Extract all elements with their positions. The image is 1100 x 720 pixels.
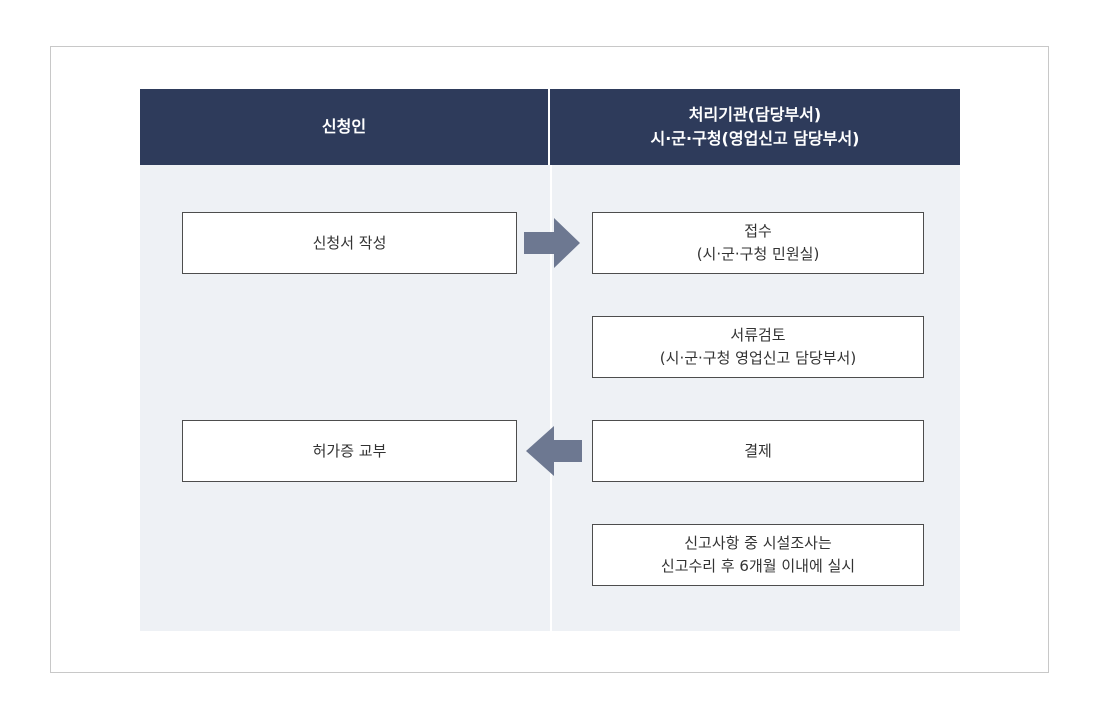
- review-label-line1: 서류검토: [730, 326, 786, 344]
- inspection-note-box: 신고사항 중 시설조사는 신고수리 후 6개월 이내에 실시: [592, 524, 924, 586]
- arrow-left-icon: [526, 426, 582, 476]
- arrow-left-shape: [526, 426, 582, 476]
- receipt-box: 접수 (시·군·구청 민원실): [592, 212, 924, 274]
- header-divider: [548, 89, 550, 165]
- arrow-right-icon: [524, 218, 580, 268]
- header-applicant: 신청인: [140, 89, 548, 165]
- arrow-right-shape: [524, 218, 580, 268]
- header-agency-line1: 처리기관(담당부서): [688, 105, 822, 124]
- review-label-line2: (시·군·구청 영업신고 담당부서): [659, 349, 857, 367]
- application-box: 신청서 작성: [182, 212, 517, 274]
- application-label: 신청서 작성: [312, 233, 387, 252]
- permit-label: 허가증 교부: [312, 441, 387, 460]
- header-processing-agency: 처리기관(담당부서) 시·군·구청(영업신고 담당부서): [550, 89, 960, 165]
- payment-box: 결제: [592, 420, 924, 482]
- payment-label: 결제: [744, 441, 772, 460]
- receipt-label-line1: 접수: [744, 222, 772, 240]
- inspection-label-line1: 신고사항 중 시설조사는: [684, 534, 832, 552]
- document-review-box: 서류검토 (시·군·구청 영업신고 담당부서): [592, 316, 924, 378]
- receipt-label-line2: (시·군·구청 민원실): [696, 245, 820, 263]
- header-applicant-label: 신청인: [321, 117, 367, 136]
- permit-issuance-box: 허가증 교부: [182, 420, 517, 482]
- header-agency-line2: 시·군·구청(영업신고 담당부서): [650, 129, 860, 148]
- inspection-label-line2: 신고수리 후 6개월 이내에 실시: [660, 557, 856, 575]
